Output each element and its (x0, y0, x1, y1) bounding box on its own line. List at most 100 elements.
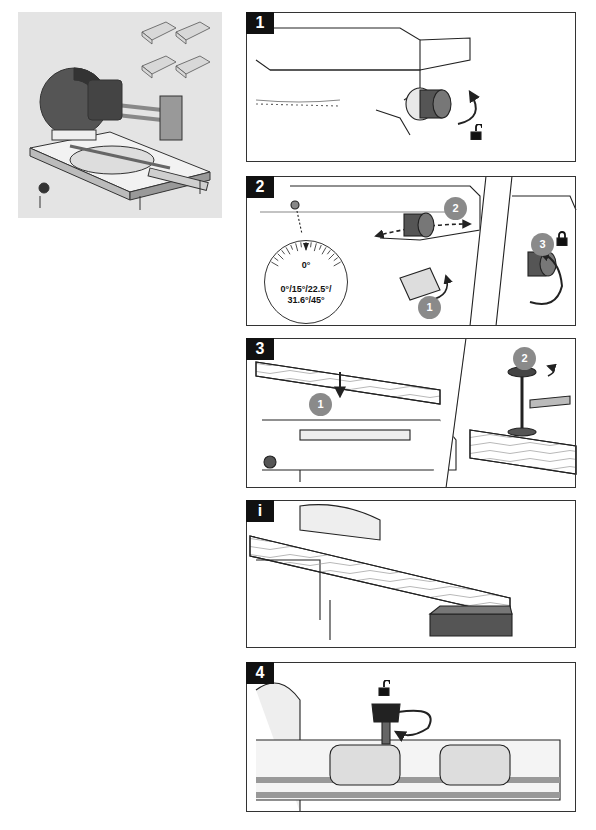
panel-i-picture-part (430, 614, 512, 636)
overview-picture-part (18, 12, 222, 218)
panel-2-picture-part (557, 232, 567, 246)
wood-pieces-part (176, 66, 186, 78)
scale-tick (274, 258, 278, 261)
dial-scale (265, 241, 347, 323)
panel-2-picture-part (260, 211, 460, 212)
panel-3-picture-part (300, 430, 410, 440)
panel-2-picture-part (291, 201, 299, 209)
wood-pieces (142, 22, 210, 78)
panel-1-picture-part (256, 28, 420, 70)
panel-1-picture (256, 28, 482, 140)
scale-tick (334, 258, 338, 261)
panel-2-picture-part (290, 186, 480, 240)
saw-overview (30, 68, 210, 210)
panel-i-picture-part (300, 505, 380, 540)
panel-1-picture-part (256, 104, 340, 106)
callout-number: 1 (418, 296, 441, 319)
panel-4-picture-part (440, 745, 510, 785)
panel-1-picture-part (471, 124, 482, 140)
callout-number: 3 (531, 233, 554, 256)
panel-4-picture-part (396, 711, 431, 735)
panel-2-picture-part (400, 268, 440, 300)
panel-2-picture-part (530, 252, 562, 304)
callout-number: 2 (513, 347, 536, 370)
callout-text: 2 (444, 197, 467, 220)
saw-overview-part (148, 168, 208, 190)
panel-3-picture-part (256, 362, 440, 404)
scale-tick (286, 247, 290, 254)
panel-3-picture (256, 338, 576, 488)
panel-3-picture-part (508, 428, 536, 436)
step-panel: 2 1 2 3 0° 0°/15°/22.5°/ 31.6°/45° (246, 176, 576, 326)
panel-1-picture-part (433, 90, 451, 118)
panel-3-picture-part (548, 366, 554, 376)
panel-3-picture-part (470, 430, 576, 474)
callout-text: 3 (531, 233, 554, 256)
angle-label: 0°/15°/22.5°/ 31.6°/45° (273, 284, 339, 306)
panel-1-picture-part (256, 100, 340, 102)
panel-2-picture-part (418, 213, 434, 237)
saw-overview-part (88, 80, 122, 120)
saw-overview-part (40, 196, 41, 208)
callout-number: 2 (444, 197, 467, 220)
panel-4-picture-part (256, 777, 560, 783)
panel-1-picture-part (270, 70, 420, 100)
panel-3-picture-part (530, 396, 570, 408)
scale-tick (310, 242, 312, 247)
saw-overview-part (39, 183, 49, 193)
panel-3-picture-part (299, 470, 300, 482)
panel-i-picture-part (430, 606, 512, 614)
panel-2-picture-part (297, 211, 302, 234)
wood-pieces-part (176, 32, 186, 44)
step-number: 2 (246, 176, 274, 198)
scale-tick (300, 242, 302, 247)
wood-pieces-part (142, 66, 152, 78)
panel-i-picture-part (250, 536, 510, 616)
scale-tick (334, 262, 341, 266)
panel-i-picture-part (250, 536, 510, 616)
panel-3-picture-part (470, 430, 576, 474)
panel-2-picture (260, 176, 576, 326)
scale-tick (322, 247, 326, 254)
panel-1-picture-part (376, 110, 410, 135)
angle-label: 0° (265, 260, 347, 271)
dial-pointer (303, 243, 309, 251)
panel-3-picture-part (446, 338, 466, 488)
callout-text: 1 (309, 393, 332, 416)
scale-tick (327, 250, 330, 254)
scale-tick (296, 243, 298, 251)
panel-4-picture (256, 680, 560, 812)
saw-overview-part (70, 146, 170, 168)
angle-dial: 0° 0°/15°/22.5°/ 31.6°/45° (264, 240, 348, 324)
panel-4-picture-part (330, 745, 400, 785)
scale-tick (314, 243, 316, 251)
step-number: 4 (246, 662, 274, 684)
panel-3-picture-part (264, 456, 276, 468)
panel-4-picture-part (379, 680, 390, 696)
callout-text: 1 (418, 296, 441, 319)
overview-picture (18, 12, 222, 218)
panel-4-picture-part (256, 792, 560, 798)
step-number: 1 (246, 12, 274, 34)
saw-overview-part (200, 180, 201, 194)
step-number: 3 (246, 338, 274, 360)
saw-overview-part (160, 96, 182, 140)
panel-2-picture-part (470, 176, 512, 326)
step-panel: 1 (246, 12, 576, 162)
wood-pieces-part (142, 32, 152, 44)
step-panel: 4 (246, 662, 576, 812)
panel-1-picture-part (458, 92, 476, 124)
callout-text: 2 (513, 347, 536, 370)
step-panel: 3 1 2 (246, 338, 576, 488)
scale-tick (278, 254, 284, 260)
panel-3-picture-part (339, 372, 341, 396)
panel-4-picture-part (256, 740, 560, 800)
panel-4-picture-part (372, 704, 400, 722)
panel-3-picture-part (432, 338, 466, 488)
scale-tick (319, 245, 321, 250)
panel-3-picture-part (521, 374, 524, 430)
saw-overview-part (52, 130, 96, 140)
panel-3-picture-part (262, 420, 456, 470)
